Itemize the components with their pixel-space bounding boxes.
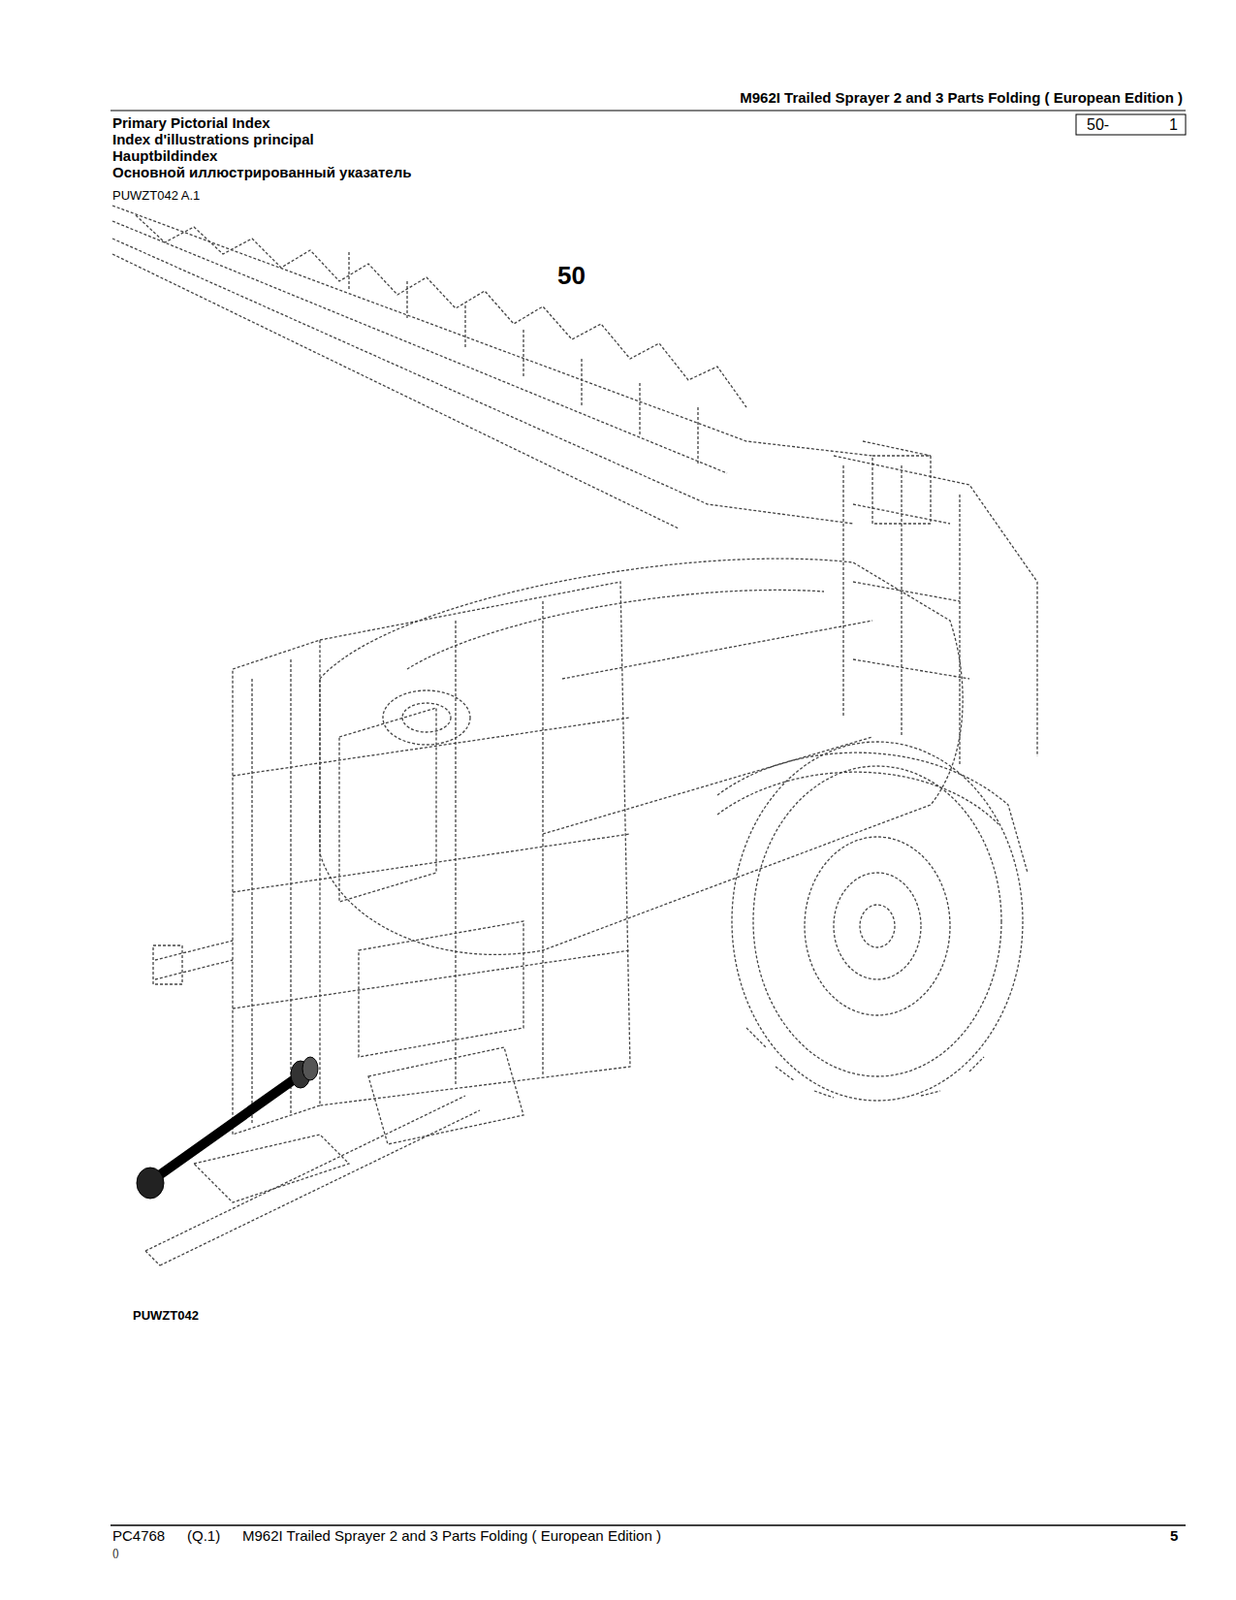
revision: (Q.1) bbox=[187, 1527, 221, 1545]
index-heading: Основной иллюстрированный указатель bbox=[112, 164, 412, 182]
figure-id: PUWZT042 bbox=[132, 1308, 199, 1323]
page-header: M962I Trailed Sprayer 2 and 3 Parts Fold… bbox=[739, 90, 1183, 107]
footer-rule bbox=[110, 1523, 1186, 1526]
catalog-number: PC4768 bbox=[112, 1527, 165, 1545]
index-heading: Primary Pictorial Index bbox=[112, 115, 271, 132]
header-rule bbox=[110, 110, 1186, 112]
page-section: 50- bbox=[1086, 116, 1110, 134]
index-heading: Index d'illustrations principal bbox=[112, 131, 315, 149]
pto-shaft bbox=[136, 1056, 318, 1199]
index-heading: Hauptbildindex bbox=[112, 148, 218, 165]
page-number: 5 bbox=[1170, 1527, 1178, 1545]
figure-id: PUWZT042 A.1 bbox=[112, 189, 200, 203]
sprayer-drawing bbox=[112, 205, 1038, 1266]
footer-title: M962I Trailed Sprayer 2 and 3 Parts Fold… bbox=[242, 1527, 662, 1545]
footer-note: () bbox=[112, 1547, 120, 1558]
page-index: 1 bbox=[1169, 116, 1178, 134]
callout-number: 50 bbox=[557, 261, 586, 290]
page-number-box bbox=[1076, 114, 1186, 135]
